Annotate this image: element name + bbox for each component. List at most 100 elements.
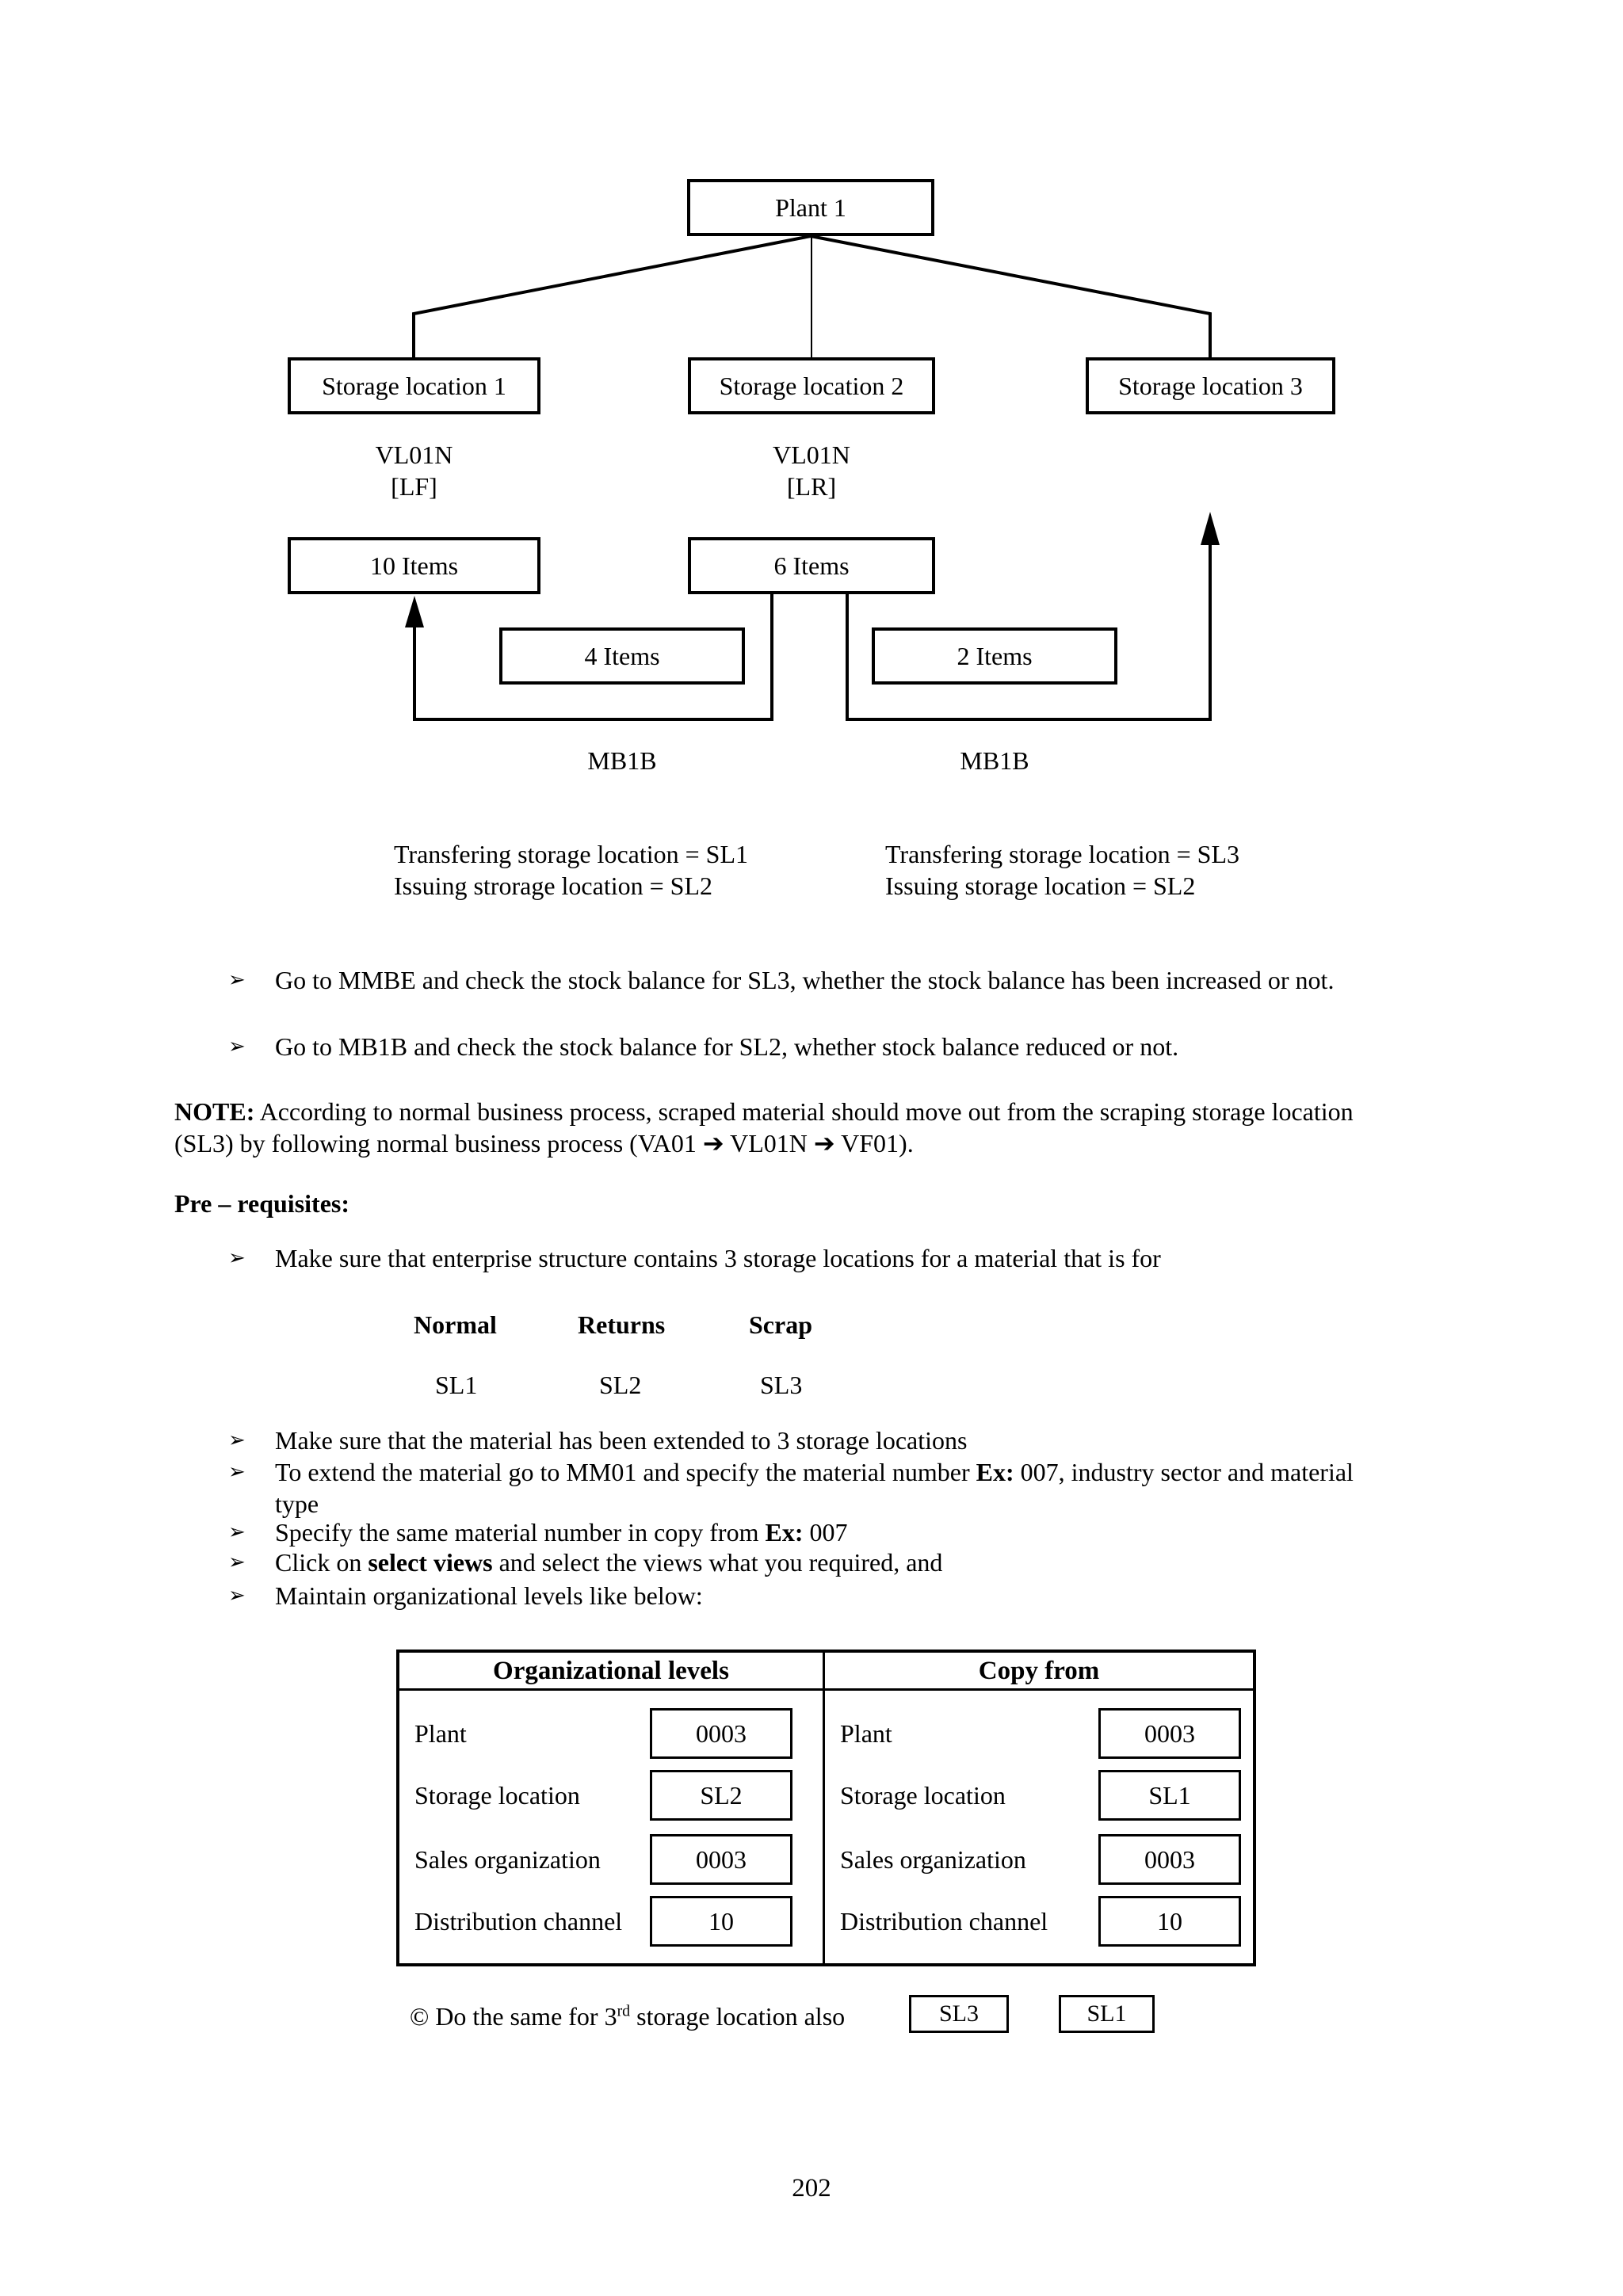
transfer-right-line1: Transfering storage location = SL3 [885, 840, 1240, 868]
items-4-box: 4 Items [499, 627, 745, 685]
org-field-plant: 0003 [650, 1708, 792, 1759]
diagram-connectors [405, 235, 1220, 721]
org-field-storage-location-value: SL2 [700, 1780, 743, 1810]
storage-location-1-label: Storage location 1 [322, 371, 506, 400]
do-same-post: storage location also [630, 2002, 846, 2031]
vl01n-lf-type: [LF] [391, 472, 437, 501]
org-label-plant: Plant [414, 1719, 467, 1748]
connector-6items-to-sl3 [846, 543, 1212, 721]
items-10-box: 10 Items [288, 537, 540, 594]
org-field-distribution-channel: 10 [650, 1896, 792, 1947]
bullet-maintain-levels-text: Maintain organizational levels like belo… [275, 1581, 703, 1610]
bullet-specify-material: ➢ Specify the same material number in co… [228, 1516, 847, 1548]
vl01n-lr-code: VL01N [773, 441, 850, 469]
connector-plant-to-sl1 [412, 235, 812, 357]
vl01n-lf-code: VL01N [375, 441, 453, 469]
org-field-sales-organization-value: 0003 [696, 1844, 747, 1874]
bullet-enterprise-structure-text: Make sure that enterprise structure cont… [275, 1244, 1161, 1272]
bullet-maintain-levels: ➢ Maintain organizational levels like be… [228, 1580, 703, 1611]
matrix-header-scrap: Scrap [749, 1310, 812, 1339]
do-same-note: © Do the same for 3rd storage location a… [410, 2002, 845, 2031]
table-column-divider [823, 1653, 825, 1963]
plant-box: Plant 1 [687, 179, 934, 236]
bullet-specify-pre: Specify the same material number in copy… [275, 1518, 766, 1547]
copy-label-plant: Plant [840, 1719, 892, 1748]
arrowhead-up-sl3 [1201, 512, 1220, 545]
connector-plant-to-sl3 [810, 235, 1212, 357]
note-line2-part1: (SL3) by following normal business proce… [174, 1129, 703, 1158]
note-label: NOTE: [174, 1097, 255, 1126]
bullet-arrow-icon: ➢ [228, 1460, 246, 1484]
org-field-plant-value: 0003 [696, 1718, 747, 1748]
copy-field-sales-organization-value: 0003 [1144, 1844, 1195, 1874]
copy-label-storage-location: Storage location [840, 1781, 1006, 1810]
bullet-arrow-icon: ➢ [228, 1584, 246, 1608]
vl01n-lr-label: VL01N [LR] [688, 439, 935, 502]
plant-box-label: Plant 1 [775, 193, 846, 222]
org-label-storage-location: Storage location [414, 1781, 580, 1810]
matrix-value-sl3: SL3 [760, 1371, 803, 1399]
arrowhead-up-10items [405, 596, 424, 627]
bullet-material-extended-text: Make sure that the material has been ext… [275, 1426, 968, 1455]
bullet-extend-material-text: To extend the material go to MM01 and sp… [275, 1456, 1354, 1520]
vl01n-lf-label: VL01N [LF] [288, 439, 540, 502]
items-6-box: 6 Items [688, 537, 935, 594]
bullet-check-mb1b: ➢ Go to MB1B and check the stock balance… [228, 1031, 1178, 1062]
bullet-check-mmbe-text: Go to MMBE and check the stock balance f… [275, 966, 1335, 994]
note-line1-text: According to normal business process, sc… [254, 1097, 1354, 1126]
footer-box-sl1: SL1 [1059, 1995, 1155, 2033]
org-label-sales-organization: Sales organization [414, 1845, 601, 1874]
bullet-material-extended: ➢ Make sure that the material has been e… [228, 1425, 967, 1456]
transfer-left-line2: Issuing strorage location = SL2 [394, 871, 712, 900]
note-line2: (SL3) by following normal business proce… [174, 1127, 914, 1159]
copy-label-distribution-channel: Distribution channel [840, 1907, 1048, 1936]
bullet-specify-material-text: Specify the same material number in copy… [275, 1516, 847, 1548]
right-arrow-icon: ➔ [813, 1128, 835, 1158]
prerequisites-heading: Pre – requisites: [174, 1189, 349, 1218]
storage-location-1-box: Storage location 1 [288, 357, 540, 414]
footer-box-sl3-value: SL3 [938, 2000, 979, 2027]
storage-location-2-box: Storage location 2 [688, 357, 935, 414]
storage-location-2-label: Storage location 2 [719, 371, 904, 400]
do-same-pre: © Do the same for 3 [410, 2002, 617, 2031]
matrix-header-returns: Returns [578, 1310, 666, 1339]
table-header-divider [399, 1688, 1253, 1691]
transfer-left-line1: Transfering storage location = SL1 [394, 840, 749, 868]
bullet-arrow-icon: ➢ [228, 1035, 246, 1058]
copy-label-sales-organization: Sales organization [840, 1845, 1026, 1874]
connector-6items-to-10items [413, 594, 773, 721]
vl01n-lr-type: [LR] [786, 472, 837, 501]
bullet-select-views-text: Click on select views and select the vie… [275, 1547, 942, 1578]
right-arrow-icon: ➔ [702, 1128, 724, 1158]
org-levels-table: Organizational levels Copy from Plant 00… [396, 1650, 1256, 1966]
bullet-enterprise-structure: ➢ Make sure that enterprise structure co… [228, 1242, 1161, 1274]
items-6-label: 6 Items [773, 551, 850, 580]
mb1b-left-label: MB1B [587, 746, 657, 775]
copy-field-distribution-channel: 10 [1098, 1896, 1241, 1947]
footer-box-sl3: SL3 [909, 1995, 1009, 2033]
bullet-arrow-icon: ➢ [228, 968, 246, 992]
bullet-arrow-icon: ➢ [228, 1520, 246, 1544]
bullet-click-post: and select the views what you required, … [492, 1548, 943, 1577]
items-4-label: 4 Items [584, 641, 660, 670]
items-2-label: 2 Items [957, 641, 1033, 670]
bullet-select-views: ➢ Click on select views and select the v… [228, 1547, 942, 1578]
bullet-arrow-icon: ➢ [228, 1550, 246, 1574]
bullet-extend-post: 007, industry sector and material [1014, 1458, 1354, 1486]
org-field-storage-location: SL2 [650, 1770, 792, 1821]
mb1b-right-label: MB1B [960, 746, 1029, 775]
bullet-specify-ex: Ex: [765, 1518, 804, 1547]
matrix-header-normal: Normal [414, 1310, 497, 1339]
bullet-extend-pre: To extend the material go to MM01 and sp… [275, 1458, 976, 1486]
transfer-right-line2: Issuing storage location = SL2 [885, 871, 1196, 900]
bullet-extend-line2: type [275, 1489, 319, 1518]
copy-field-distribution-channel-value: 10 [1157, 1906, 1182, 1936]
org-field-sales-organization: 0003 [650, 1834, 792, 1885]
bullet-select-views-bold: select views [368, 1548, 493, 1577]
bullet-arrow-icon: ➢ [228, 1246, 246, 1270]
storage-location-3-box: Storage location 3 [1086, 357, 1335, 414]
note-line2-part3: VF01). [834, 1129, 914, 1158]
copy-field-sales-organization: 0003 [1098, 1834, 1241, 1885]
copy-field-plant: 0003 [1098, 1708, 1241, 1759]
org-label-distribution-channel: Distribution channel [414, 1907, 623, 1936]
